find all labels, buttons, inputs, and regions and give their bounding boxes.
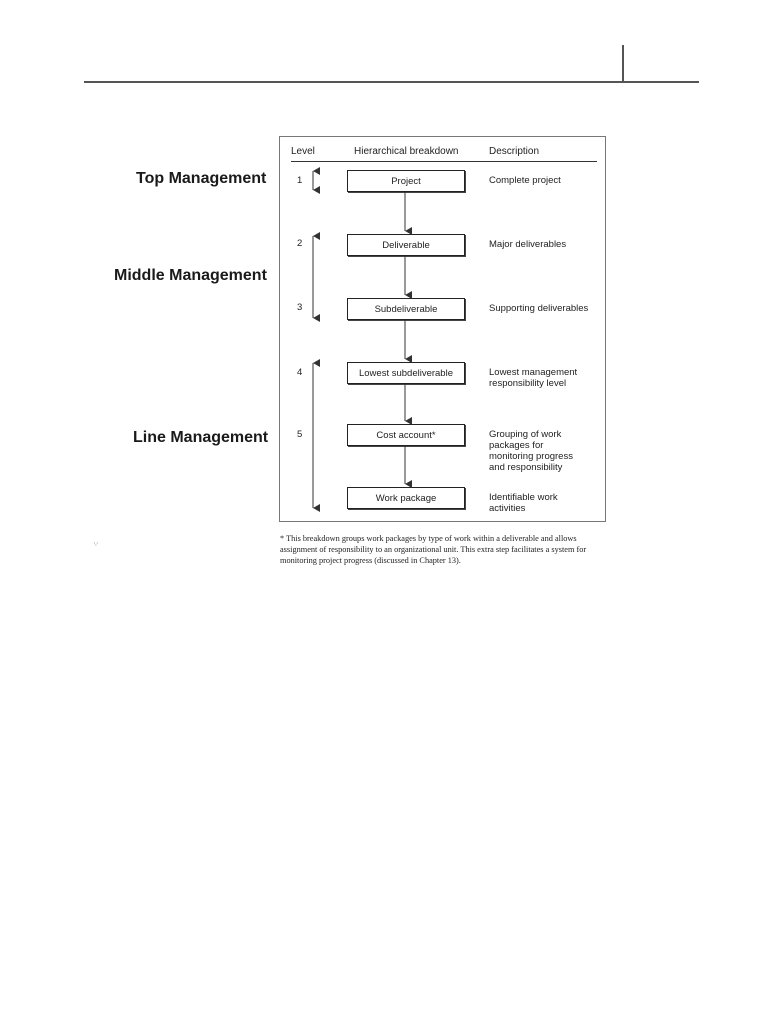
- level-number: 3: [297, 302, 303, 313]
- figure-footnote: * This breakdown groups work packages by…: [280, 534, 587, 565]
- header-rule: [84, 81, 699, 83]
- wbs-box-project: Project: [347, 170, 465, 192]
- line-management-label: Line Management: [133, 429, 269, 446]
- level-number: 4: [297, 367, 303, 378]
- header-divider: [291, 161, 597, 162]
- middle-management-label: Middle Management: [114, 267, 267, 284]
- level-number: 1: [297, 175, 303, 186]
- level-number: 5: [297, 429, 303, 440]
- description-text: Lowest management responsibility level: [489, 367, 578, 389]
- header-description: Description: [489, 146, 540, 157]
- wbs-figure: Level Hierarchical breakdown Description…: [279, 136, 606, 522]
- header-hierarchical-breakdown: Hierarchical breakdown: [354, 146, 459, 157]
- level-number: 2: [297, 238, 303, 249]
- header-level: Level: [291, 146, 315, 157]
- description-text: Major deliverables: [489, 239, 567, 250]
- description-text: Complete project: [489, 175, 561, 186]
- description-text: Grouping of work packages for monitoring…: [489, 429, 573, 473]
- margin-mark: ∵: [94, 542, 98, 548]
- top-management-label: Top Management: [136, 170, 267, 187]
- description-text: Identifiable work activities: [489, 492, 558, 514]
- description-text: Supporting deliverables: [489, 303, 589, 314]
- header-rule-tick: [622, 45, 624, 82]
